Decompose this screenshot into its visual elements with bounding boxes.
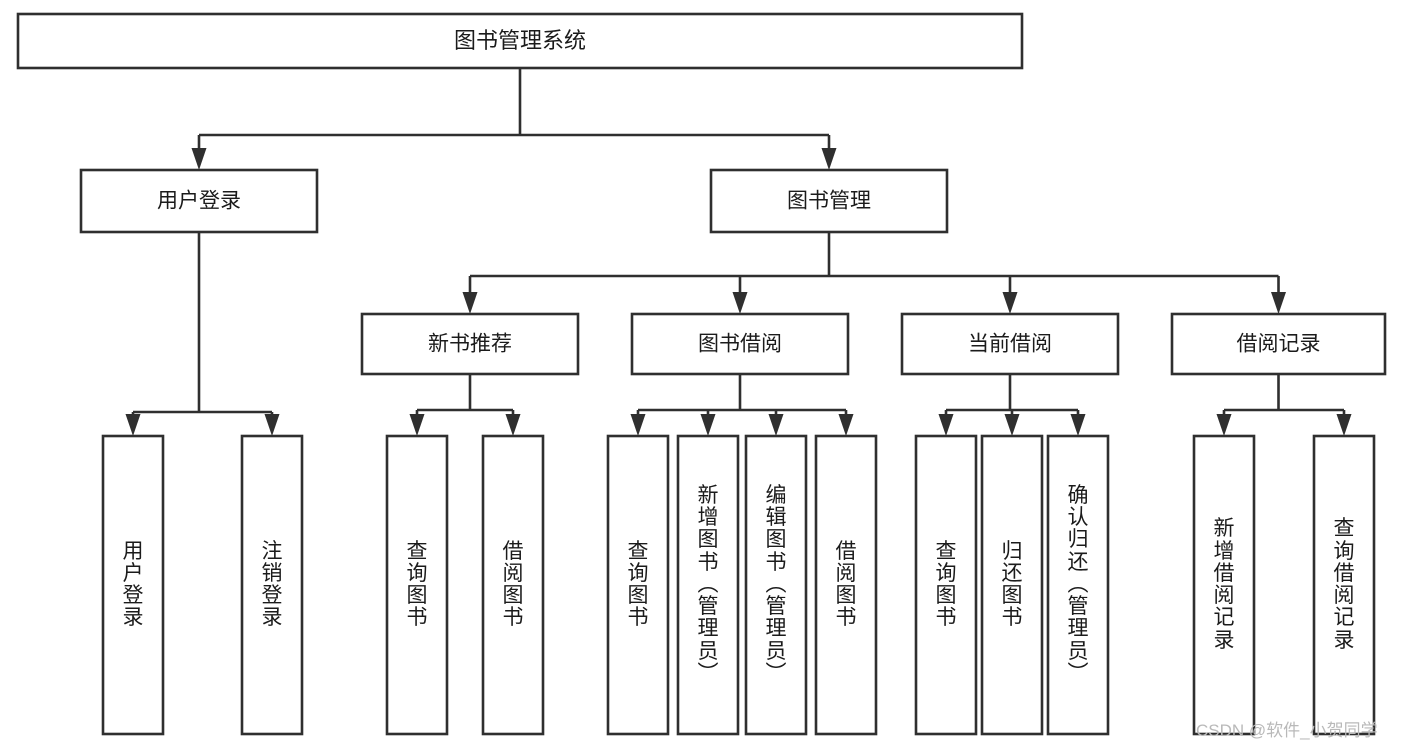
- arrow-head-icon-leaf-query-book-rec: [409, 414, 425, 436]
- arrow-head-icon-current-borrow: [1002, 292, 1018, 314]
- node-box-borrow-record: [1170, 312, 1387, 376]
- node-box-leaf-query-borrow-record: [1312, 434, 1376, 736]
- arrow-head-icon-leaf-edit-book-admin: [768, 414, 784, 436]
- node-box-leaf-user-login: [101, 434, 165, 736]
- connectors-layer: [125, 68, 1352, 436]
- arrow-head-icon-leaf-logout: [264, 414, 280, 436]
- node-label-new-book-recommend: 新书推荐: [428, 333, 512, 356]
- node-box-book-manage: [709, 168, 949, 234]
- arrow-head-icon-leaf-query-book-borrow: [630, 414, 646, 436]
- node-box-leaf-add-borrow-record: [1192, 434, 1256, 736]
- arrow-head-icon-user-login: [191, 148, 207, 170]
- node-box-leaf-query-book-current: [914, 434, 978, 736]
- node-box-leaf-borrow-book: [814, 434, 878, 736]
- node-box-leaf-query-book-rec: [385, 434, 449, 736]
- node-box-leaf-borrow-book-rec: [481, 434, 545, 736]
- arrow-head-icon-book-borrow: [732, 292, 748, 314]
- node-box-leaf-edit-book-admin: [744, 434, 808, 736]
- node-box-root: [16, 12, 1024, 70]
- arrow-head-icon-leaf-query-borrow-record: [1336, 414, 1352, 436]
- node-label-user-login: 用户登录: [157, 190, 241, 213]
- node-box-leaf-return-book: [980, 434, 1044, 736]
- arrow-head-icon-leaf-user-login: [125, 414, 141, 436]
- node-box-leaf-confirm-return-admin: [1046, 434, 1110, 736]
- node-label-current-borrow: 当前借阅: [968, 333, 1052, 356]
- arrow-head-icon-new-book-recommend: [462, 292, 478, 314]
- node-label-book-manage: 图书管理: [787, 190, 871, 213]
- node-box-leaf-query-book-borrow: [606, 434, 670, 736]
- arrow-head-icon-leaf-confirm-return-admin: [1070, 414, 1086, 436]
- arrow-head-icon-leaf-borrow-book-rec: [505, 414, 521, 436]
- node-box-leaf-add-book-admin: [676, 434, 740, 736]
- node-box-new-book-recommend: [360, 312, 580, 376]
- arrow-head-icon-leaf-add-borrow-record: [1216, 414, 1232, 436]
- node-box-book-borrow: [630, 312, 850, 376]
- arrow-head-icon-book-manage: [821, 148, 837, 170]
- node-box-leaf-logout: [240, 434, 304, 736]
- node-box-user-login: [79, 168, 319, 234]
- node-label-root: 图书管理系统: [454, 28, 586, 53]
- boxes-layer: [16, 12, 1387, 736]
- arrow-head-icon-leaf-query-book-current: [938, 414, 954, 436]
- arrow-head-icon-leaf-add-book-admin: [700, 414, 716, 436]
- node-label-borrow-record: 借阅记录: [1237, 333, 1321, 356]
- node-label-book-borrow: 图书借阅: [698, 333, 782, 356]
- arrow-head-icon-borrow-record: [1271, 292, 1286, 314]
- node-box-current-borrow: [900, 312, 1120, 376]
- arrow-head-icon-leaf-return-book: [1004, 414, 1020, 436]
- arrow-head-icon-leaf-borrow-book: [838, 414, 854, 436]
